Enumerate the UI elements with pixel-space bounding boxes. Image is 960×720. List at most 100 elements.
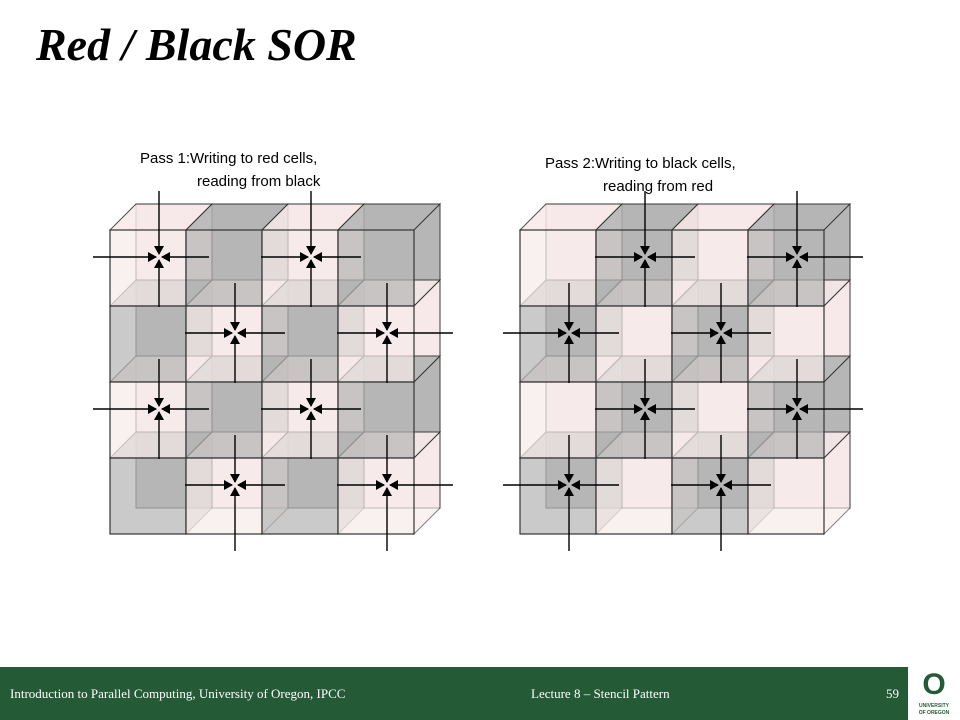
arrow-head [382, 474, 392, 483]
cell-front-face [747, 305, 825, 383]
arrow-head [154, 398, 164, 407]
cell-front-face [185, 305, 263, 383]
cell-front-face [747, 457, 825, 535]
arrow-head [716, 335, 726, 344]
arrow-head [558, 480, 567, 490]
arrow-head [376, 480, 385, 490]
cell-front-face [261, 305, 339, 383]
arrow-head [300, 404, 309, 414]
arrow-head [161, 404, 170, 414]
arrow-head [389, 480, 398, 490]
arrow-head [786, 252, 795, 262]
stencil-arrows [93, 191, 209, 307]
cell-front-face [337, 305, 415, 383]
arrow-head [230, 474, 240, 483]
cell-front-face [109, 229, 187, 307]
arrow-head [313, 252, 322, 262]
cell-front-face [671, 229, 749, 307]
stencil-arrows [595, 191, 695, 307]
cell-front-face [337, 229, 415, 307]
arrow-head [634, 252, 643, 262]
arrow-head [313, 404, 322, 414]
stencil-arrows [503, 283, 619, 383]
arrow-head [571, 328, 580, 338]
cell-front-face [109, 305, 187, 383]
stencil-arrows [185, 283, 285, 383]
stencil-arrows [747, 191, 863, 307]
arrow-head [306, 246, 316, 255]
logo-letter: O [922, 668, 946, 701]
arrow-head [389, 328, 398, 338]
logo-line1: UNIVERSITY [918, 703, 949, 709]
cell-front-face [595, 305, 673, 383]
arrow-head [306, 411, 316, 420]
university-logo: O UNIVERSITY OF OREGON [908, 667, 960, 720]
arrow-head [154, 259, 164, 268]
stencil-arrows [185, 435, 285, 551]
arrow-head [716, 474, 726, 483]
arrow-head [306, 259, 316, 268]
cell-front-face [185, 381, 263, 459]
arrow-head [148, 252, 157, 262]
pass-1-cell-grid [93, 191, 453, 551]
cell-front-face [261, 229, 339, 307]
pass-2-panel: Pass 2:Writing to black cells, reading f… [503, 155, 863, 551]
arrow-head [564, 487, 574, 496]
footer-course: Introduction to Parallel Computing, Univ… [10, 686, 346, 701]
stencil-arrows [261, 191, 361, 307]
arrow-head [237, 328, 246, 338]
arrow-head [148, 404, 157, 414]
stencil-arrows [93, 359, 209, 459]
stencil-arrows [503, 435, 619, 551]
arrow-head [634, 404, 643, 414]
arrow-head [716, 487, 726, 496]
arrow-head [792, 398, 802, 407]
arrow-head [571, 480, 580, 490]
cell-front-face [519, 381, 597, 459]
arrow-head [710, 480, 719, 490]
arrow-head [640, 246, 650, 255]
arrow-head [154, 246, 164, 255]
cell-front-face [671, 381, 749, 459]
arrow-head [564, 335, 574, 344]
arrow-head [224, 480, 233, 490]
arrow-head [640, 411, 650, 420]
arrow-head [558, 328, 567, 338]
arrow-head [230, 487, 240, 496]
arrow-head [792, 411, 802, 420]
stencil-arrows [671, 435, 771, 551]
cell-front-face [671, 457, 749, 535]
arrow-head [799, 404, 808, 414]
arrow-head [647, 252, 656, 262]
cell-front-face [519, 229, 597, 307]
pass-1-panel: Pass 1:Writing to red cells, reading fro… [93, 150, 453, 551]
cell-front-face [109, 457, 187, 535]
arrow-head [792, 246, 802, 255]
cell-front-face [261, 381, 339, 459]
pass-2-caption-line2: reading from red [603, 178, 713, 195]
arrow-head [237, 480, 246, 490]
stencil-arrows [595, 359, 695, 459]
arrow-head [723, 328, 732, 338]
pass-1-caption-line1: Pass 1:Writing to red cells, [140, 150, 317, 167]
cell-front-face [337, 381, 415, 459]
arrow-head [230, 335, 240, 344]
arrow-head [376, 328, 385, 338]
cell-front-face [747, 229, 825, 307]
cell-front-face [261, 457, 339, 535]
arrow-head [710, 328, 719, 338]
stencil-arrows [337, 283, 453, 383]
cell-front-face [519, 305, 597, 383]
arrow-head [154, 411, 164, 420]
red-black-sor-diagram: Pass 1:Writing to red cells, reading fro… [93, 150, 863, 551]
arrow-head [640, 259, 650, 268]
pass-2-cell-grid [503, 191, 863, 551]
cell-front-face [595, 457, 673, 535]
arrow-head [382, 322, 392, 331]
cell-front-face [747, 381, 825, 459]
page-number: 59 [886, 686, 899, 701]
arrow-head [564, 474, 574, 483]
arrow-head [716, 322, 726, 331]
arrow-head [792, 259, 802, 268]
arrow-head [564, 322, 574, 331]
